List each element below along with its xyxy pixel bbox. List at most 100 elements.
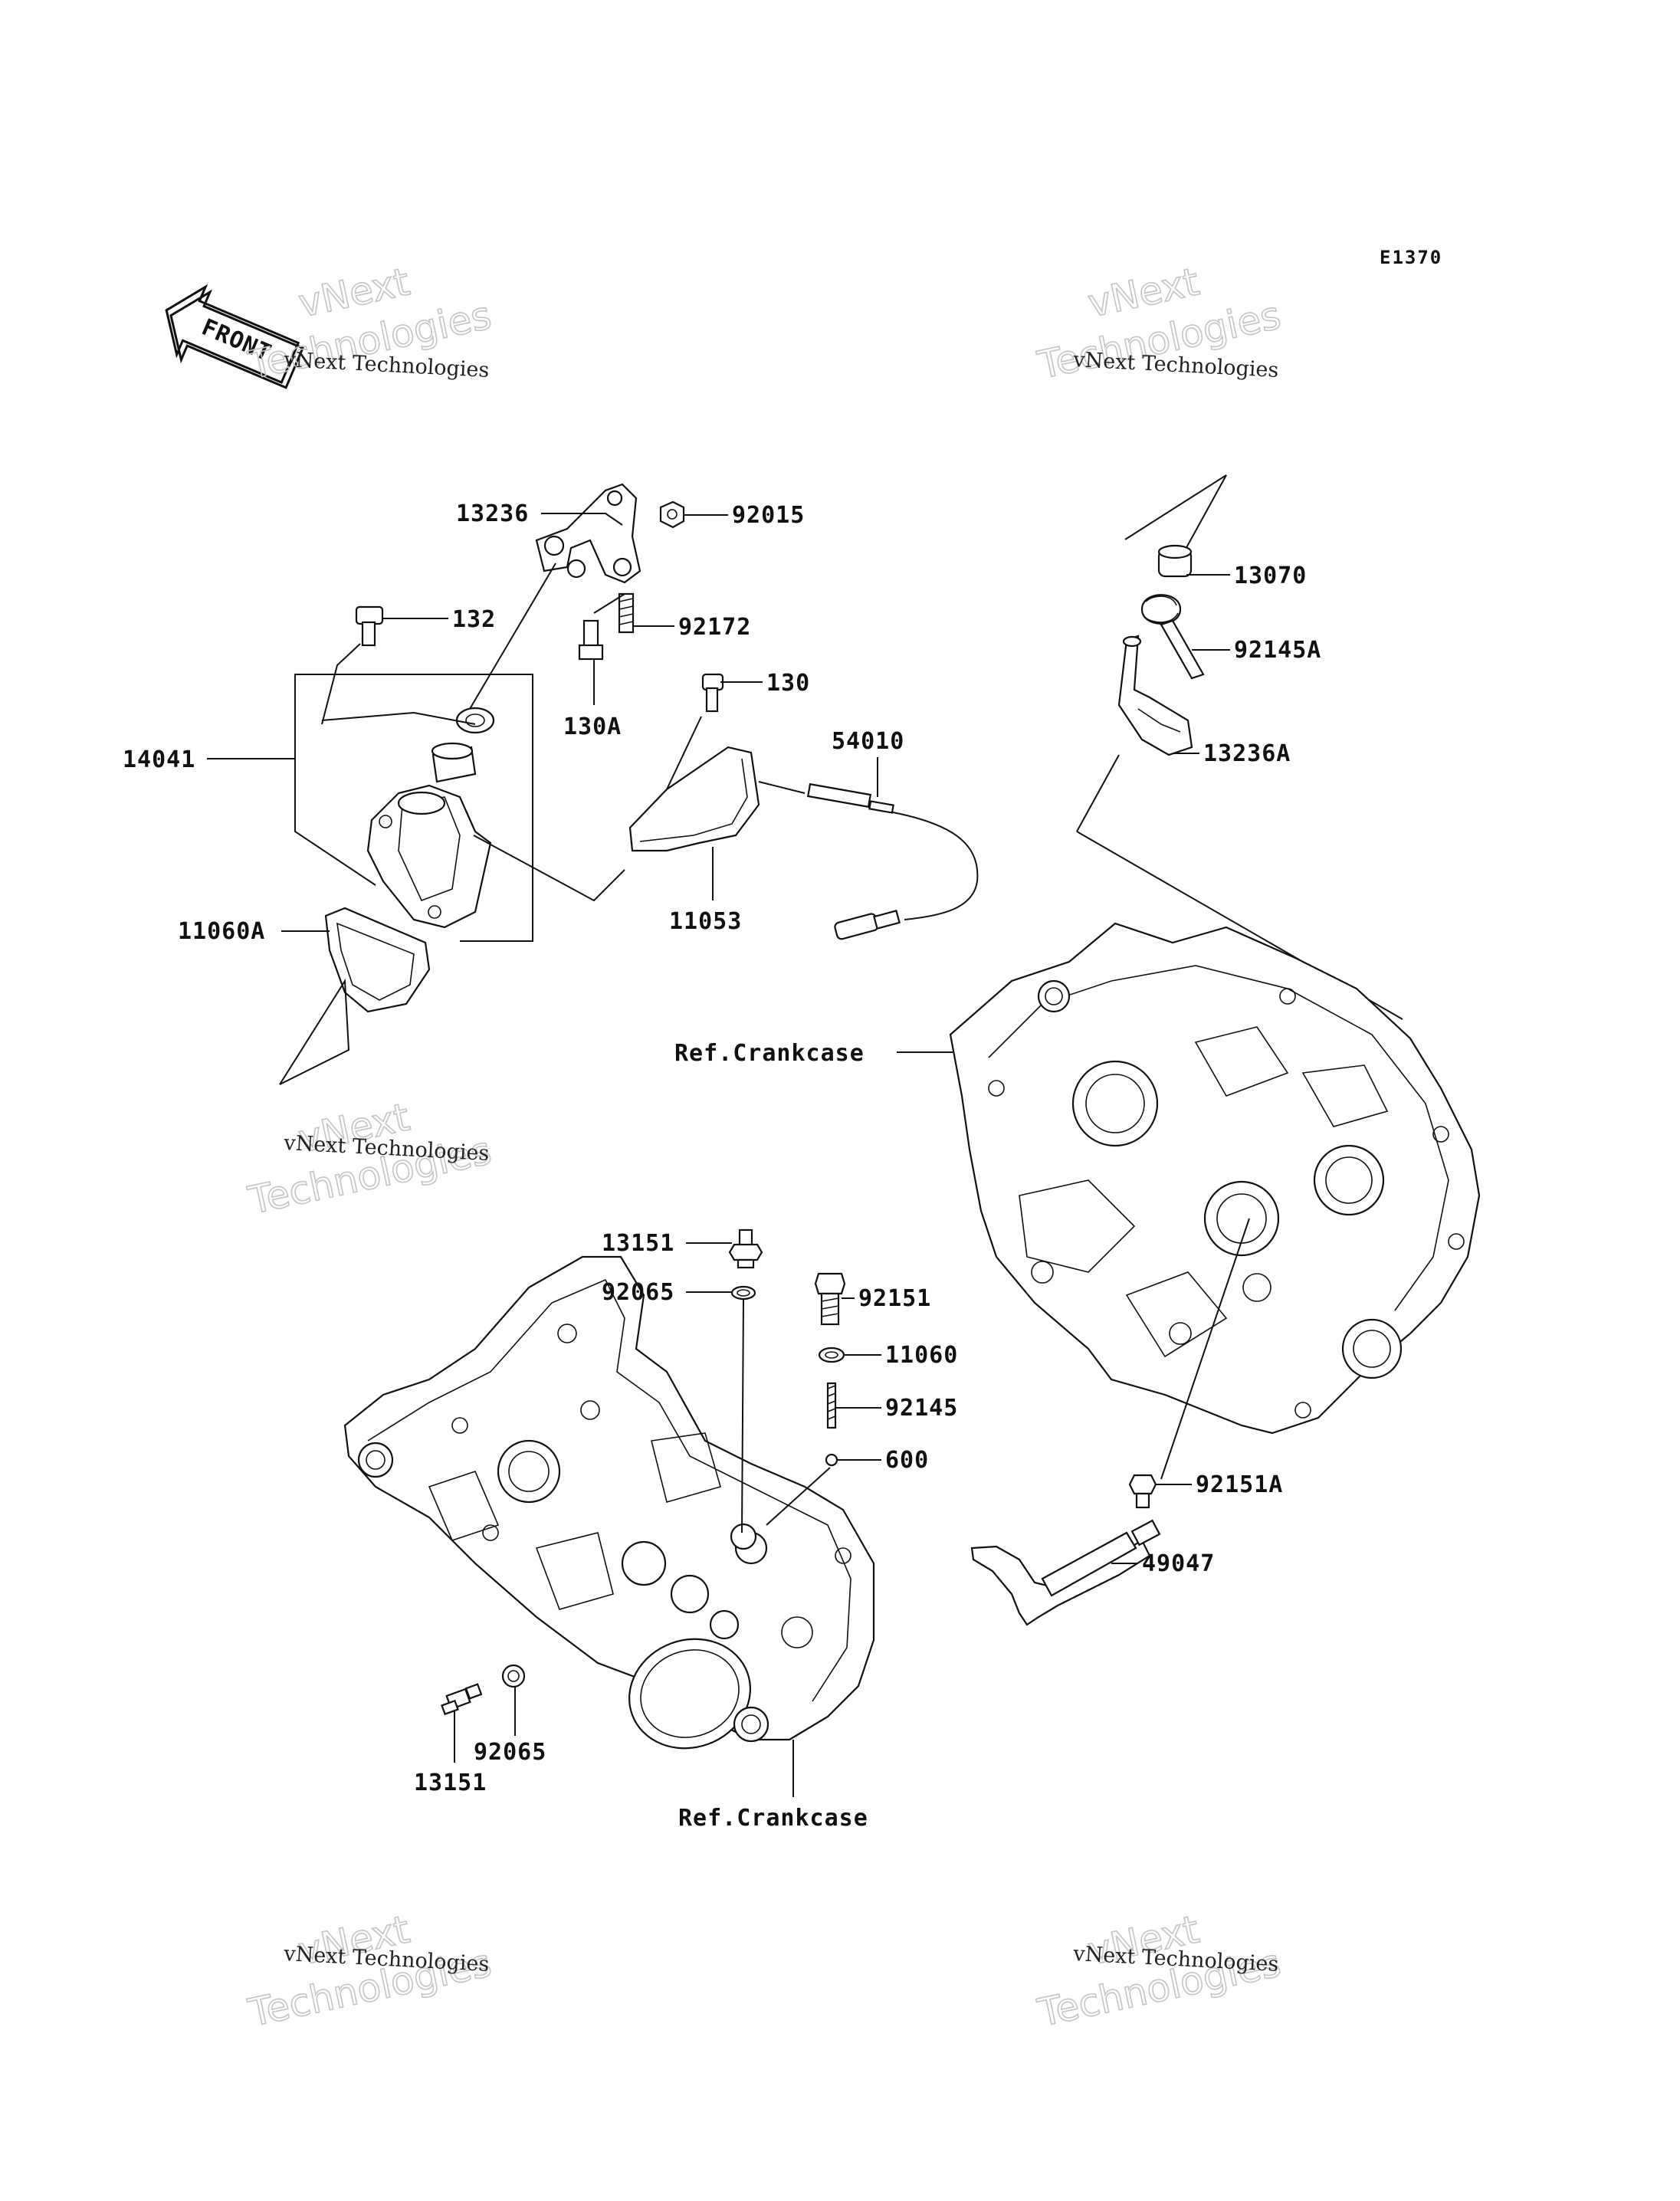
label-92151A: 92151A bbox=[1196, 1471, 1283, 1498]
washer-92065-bottom bbox=[501, 1664, 526, 1688]
bracket-hole bbox=[612, 557, 632, 577]
case-cover-bore-inner bbox=[640, 1649, 740, 1738]
plug-thread-lines bbox=[821, 1297, 839, 1317]
watermark-text: vNext Technologies bbox=[1072, 348, 1279, 382]
case-port bbox=[730, 1523, 757, 1550]
spring-coils bbox=[827, 1385, 836, 1420]
fork-end bbox=[1130, 1519, 1161, 1547]
explode-line bbox=[666, 716, 702, 790]
label-132: 132 bbox=[452, 606, 496, 633]
label-14041: 14041 bbox=[123, 746, 195, 773]
washer-inner bbox=[507, 1670, 520, 1682]
crankcase-right-body bbox=[949, 922, 1481, 1435]
switch-13151-top bbox=[738, 1228, 753, 1247]
explode-line bbox=[321, 711, 476, 725]
case-bore-inner bbox=[1325, 1156, 1373, 1204]
crankcase-left-body bbox=[343, 1255, 875, 1741]
label-11053: 11053 bbox=[669, 908, 742, 935]
case-bore-inner bbox=[1353, 1330, 1391, 1368]
spring-coils bbox=[1144, 595, 1179, 623]
cover-hole bbox=[428, 905, 441, 919]
case-hole bbox=[451, 1417, 468, 1434]
cable-plug bbox=[873, 910, 901, 930]
shift-cover-assembly bbox=[279, 483, 685, 1085]
cable-sleeve bbox=[868, 800, 894, 814]
spring-92145A bbox=[1140, 594, 1182, 625]
bracket-hole bbox=[606, 490, 623, 507]
gasket-inner bbox=[825, 1351, 838, 1359]
part-labels: 13236 92015 132 92172 14041 130A 130 540… bbox=[123, 500, 1321, 1832]
cover-boss bbox=[397, 791, 446, 815]
label-11060A: 11060A bbox=[178, 918, 265, 945]
label-92065-bottom: 92065 bbox=[474, 1739, 546, 1766]
switch-thread bbox=[737, 1258, 755, 1269]
washer-inner bbox=[737, 1289, 750, 1297]
plug-thread bbox=[1135, 1492, 1150, 1509]
label-92145: 92145 bbox=[885, 1395, 958, 1422]
bolt-head bbox=[578, 644, 604, 661]
explode-line bbox=[469, 563, 556, 710]
case-hole bbox=[482, 1524, 499, 1541]
plug-92151A bbox=[1128, 1474, 1157, 1495]
label-130A: 130A bbox=[563, 713, 622, 740]
case-hole bbox=[1169, 1322, 1192, 1345]
case-web bbox=[428, 1471, 500, 1541]
case-hole bbox=[1294, 1402, 1311, 1419]
label-600: 600 bbox=[885, 1447, 929, 1474]
label-13151-bottom: 13151 bbox=[414, 1770, 487, 1796]
shift-cover-14041 bbox=[366, 784, 492, 929]
spring-arm bbox=[1160, 619, 1205, 680]
leader-line bbox=[541, 513, 623, 526]
case-web bbox=[1125, 1271, 1228, 1358]
label-92151: 92151 bbox=[858, 1285, 931, 1312]
case-hole bbox=[580, 1400, 600, 1420]
bolt-shank bbox=[705, 687, 719, 713]
case-hole bbox=[781, 1616, 813, 1648]
collar-top bbox=[1157, 544, 1193, 559]
label-130: 130 bbox=[766, 670, 810, 697]
case-bore-inner bbox=[1085, 1074, 1145, 1133]
label-11060: 11060 bbox=[885, 1342, 958, 1369]
case-boss-hole bbox=[741, 1714, 761, 1734]
case-hole bbox=[1448, 1233, 1465, 1250]
bolt-shank bbox=[361, 621, 376, 647]
gasket-11060A bbox=[324, 907, 431, 1013]
case-hole bbox=[1432, 1126, 1449, 1143]
cover-ribs bbox=[398, 796, 461, 902]
washer-92065-top bbox=[730, 1285, 756, 1301]
case-web bbox=[1019, 1179, 1136, 1273]
lever-13236A bbox=[1117, 635, 1193, 756]
case-bore bbox=[1341, 1318, 1403, 1379]
label-13236: 13236 bbox=[456, 500, 529, 527]
case-hole bbox=[557, 1324, 577, 1343]
spring-92145 bbox=[826, 1382, 837, 1429]
lever-shaft-top bbox=[1122, 635, 1142, 648]
label-13236A: 13236A bbox=[1203, 740, 1291, 767]
label-ref-crankcase-1: Ref.Crankcase bbox=[674, 1040, 865, 1067]
case-hole bbox=[1279, 988, 1296, 1005]
cable-cover-assembly bbox=[628, 673, 979, 940]
case-cover-bore bbox=[628, 1638, 751, 1750]
switch-hex bbox=[728, 1243, 763, 1261]
label-92015: 92015 bbox=[732, 502, 805, 529]
case-web bbox=[535, 1532, 614, 1610]
case-hole bbox=[988, 1080, 1005, 1097]
fork-shaft bbox=[1041, 1531, 1137, 1597]
nut-hole bbox=[667, 509, 678, 520]
explode-line bbox=[321, 643, 361, 725]
cable-sensor-54010 bbox=[806, 782, 872, 809]
bracket-13236 bbox=[535, 483, 641, 584]
case-boss bbox=[709, 1609, 740, 1640]
case-boss bbox=[733, 1706, 769, 1743]
label-49047: 49047 bbox=[1142, 1550, 1215, 1577]
case-web bbox=[1301, 1064, 1389, 1127]
case-boss bbox=[670, 1574, 710, 1614]
explode-line bbox=[473, 835, 625, 902]
case-boss-hole bbox=[366, 1450, 386, 1470]
case-boss bbox=[621, 1540, 667, 1586]
explode-line bbox=[1160, 1218, 1250, 1480]
explode-line bbox=[279, 978, 350, 1085]
cover-edge bbox=[639, 758, 748, 842]
